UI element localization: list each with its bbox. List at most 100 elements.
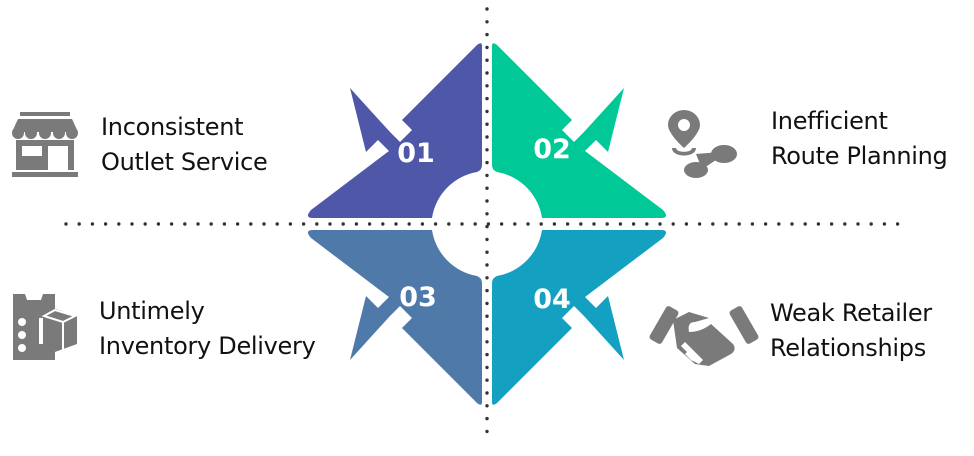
divider-dot	[605, 222, 609, 226]
divider-dot	[737, 222, 741, 226]
divider-dot	[499, 222, 504, 226]
divider-dot	[460, 222, 464, 226]
divider-dot	[579, 222, 583, 226]
divider-dot	[485, 173, 489, 178]
label-04: Weak Retailer Relationships	[770, 296, 932, 366]
divider-dot	[209, 222, 213, 226]
divider-dot	[790, 222, 794, 226]
divider-dot	[684, 222, 689, 226]
divider-dot	[407, 222, 411, 226]
divider-dot	[485, 276, 489, 280]
divider-dot	[433, 222, 438, 226]
divider-dot	[288, 222, 293, 226]
arrow-shape-02	[492, 43, 667, 218]
arrow-shape-01	[307, 43, 482, 218]
label-04-line2: Relationships	[770, 334, 926, 362]
label-03: Untimely Inventory Delivery	[99, 294, 316, 364]
storefront-icon	[12, 112, 78, 177]
divider-dot	[485, 135, 489, 139]
divider-dot	[565, 222, 570, 226]
label-02-line2: Route Planning	[771, 142, 948, 170]
inventory-checklist-box-icon	[13, 294, 78, 360]
number-04: 04	[533, 284, 571, 315]
label-01: Inconsistent Outlet Service	[101, 110, 268, 180]
divider-dot	[485, 96, 489, 101]
label-03-line2: Inventory Delivery	[99, 332, 316, 360]
divider-dot	[485, 32, 489, 37]
divider-dot	[513, 222, 517, 226]
divider-dot	[485, 45, 489, 50]
divider-dot	[485, 20, 489, 24]
dotted-dividers	[64, 7, 900, 434]
divider-dot	[485, 199, 489, 203]
divider-dot	[485, 84, 489, 88]
divider-dot	[103, 222, 108, 226]
divider-dot	[249, 222, 253, 226]
divider-dot	[697, 222, 702, 226]
route-pin-icon	[668, 110, 737, 178]
divider-dot	[485, 429, 489, 434]
divider-dot	[485, 301, 489, 306]
divider-dot	[658, 222, 662, 226]
number-02: 02	[533, 134, 571, 165]
divider-dot	[592, 222, 596, 226]
divider-dot	[485, 160, 489, 165]
divider-dot	[117, 222, 121, 226]
divider-dot	[539, 222, 543, 226]
divider-dot	[485, 263, 489, 267]
divider-dot	[394, 222, 398, 226]
divider-dot	[485, 7, 489, 11]
divider-dot	[381, 222, 385, 226]
divider-dot	[367, 222, 372, 226]
divider-dot	[486, 222, 491, 226]
label-03-line1: Untimely	[99, 297, 205, 325]
divider-dot	[447, 222, 451, 226]
divider-dot	[485, 288, 489, 293]
divider-dot	[631, 222, 636, 226]
divider-dot	[763, 222, 768, 226]
divider-dot	[485, 314, 489, 318]
quadrant-04	[492, 230, 667, 405]
divider-dot	[156, 222, 161, 226]
divider-dot	[485, 416, 489, 421]
divider-dot	[645, 222, 649, 226]
quadrant-01: 01	[307, 43, 482, 218]
divider-dot	[262, 222, 266, 226]
divider-dot	[64, 222, 68, 226]
divider-dot	[485, 378, 489, 382]
divider-dot	[77, 222, 81, 226]
divider-dot	[750, 222, 755, 226]
divider-dot	[711, 222, 715, 226]
divider-dot	[420, 222, 425, 226]
divider-dot	[315, 222, 319, 226]
divider-dot	[275, 222, 279, 226]
divider-dot	[485, 391, 489, 395]
divider-dot	[169, 222, 174, 226]
divider-dot	[829, 222, 834, 226]
label-01-line2: Outlet Service	[101, 148, 268, 176]
divider-dot	[485, 71, 489, 75]
divider-dot	[354, 222, 359, 226]
quadrant-03	[307, 230, 482, 405]
divider-dot	[341, 222, 345, 226]
divider-dot	[301, 222, 306, 226]
divider-dot	[485, 250, 489, 254]
divider-dot	[671, 222, 675, 226]
divider-dot	[895, 222, 900, 226]
number-01: 01	[397, 138, 435, 169]
quadrant-02	[492, 43, 667, 218]
divider-dot	[803, 222, 807, 226]
divider-dot	[485, 58, 489, 62]
divider-dot	[143, 222, 147, 226]
label-02-line1: Inefficient	[771, 107, 888, 135]
divider-dot	[869, 222, 873, 226]
divider-dot	[485, 224, 489, 229]
handshake-icon	[649, 306, 759, 366]
divider-dot	[130, 222, 134, 226]
divider-dot	[485, 237, 489, 242]
divider-dot	[485, 365, 489, 370]
divider-dot	[183, 222, 187, 226]
divider-dot	[473, 222, 477, 226]
divider-dot	[485, 327, 489, 331]
